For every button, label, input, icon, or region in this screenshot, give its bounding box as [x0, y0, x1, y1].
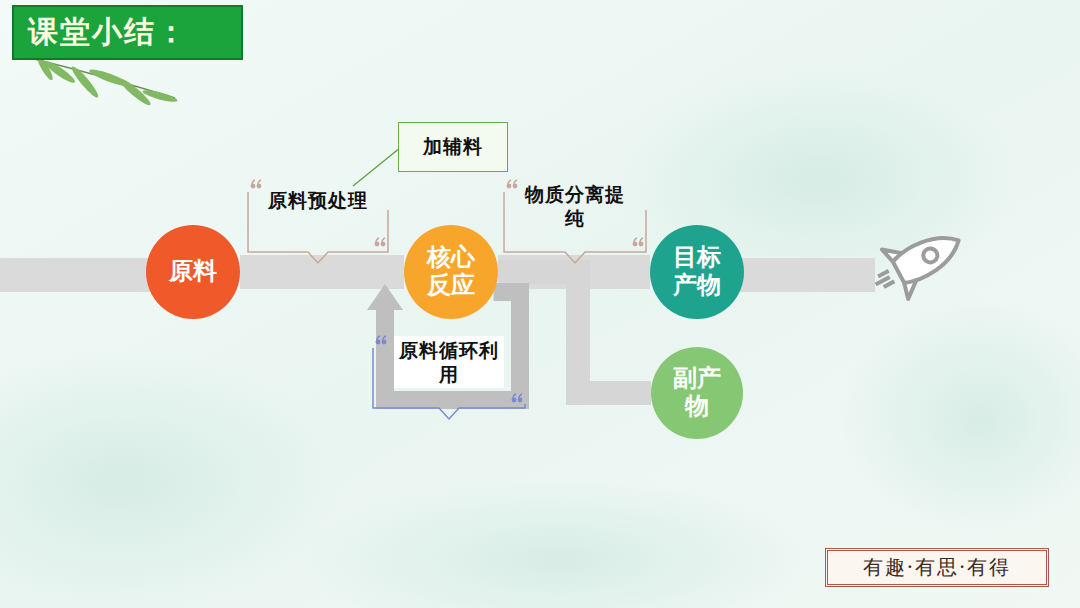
callout-bracket: 原料循环利用	[370, 334, 528, 420]
process-circle: 原料	[146, 225, 240, 319]
note-box: 加辅料	[398, 122, 508, 172]
callout-bracket: 物质分离提纯	[501, 178, 649, 264]
stamp-frame: 有趣·有思·有得	[825, 548, 1049, 587]
callout-bracket: 原料预处理	[245, 178, 391, 264]
rocket-icon	[862, 216, 971, 310]
leader-line	[353, 150, 398, 187]
flow-band	[0, 258, 150, 292]
node-label: 副产物	[672, 365, 722, 420]
title-text: 课堂小结：	[28, 12, 188, 53]
node-label: 原料预处理	[263, 188, 373, 212]
node-label: 原料循环利用	[394, 336, 504, 388]
title-banner: 课堂小结：	[12, 5, 243, 60]
flow-band	[740, 258, 875, 292]
node-label: 核心反应	[426, 244, 476, 299]
flow-band	[240, 255, 404, 289]
node-label: 加辅料	[423, 134, 483, 160]
node-label: 原料	[168, 258, 218, 286]
process-circle: 目标产物	[650, 225, 744, 319]
leaves	[30, 54, 178, 108]
process-circle: 副产物	[651, 347, 743, 439]
process-circle: 核心反应	[404, 225, 498, 319]
node-label: 目标产物	[672, 244, 722, 299]
node-label: 有趣·有思·有得	[863, 554, 1012, 581]
node-label: 物质分离提纯	[520, 182, 630, 230]
